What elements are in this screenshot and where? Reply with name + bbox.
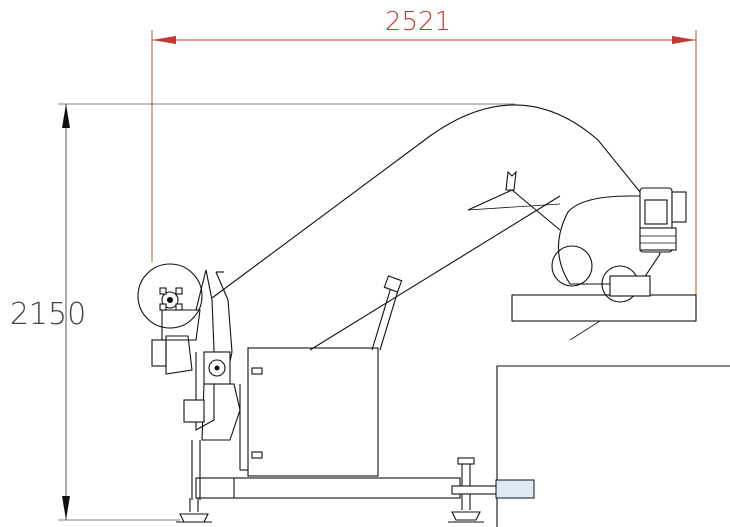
discharge-motor	[639, 187, 687, 253]
height-label: 2150	[10, 297, 86, 332]
height-dimension: 2150	[10, 103, 515, 521]
feeder-tower	[137, 263, 241, 500]
height-arrow-top	[62, 104, 70, 128]
height-arrow-bottom	[62, 496, 70, 520]
width-arrow-right	[672, 36, 696, 44]
width-label: 2521	[385, 7, 451, 37]
discharge-head	[551, 187, 687, 303]
main-cabinet	[239, 347, 379, 477]
actuator-cylinder	[495, 479, 535, 499]
width-dimension: 2521	[151, 7, 697, 296]
adjacent-machine	[496, 365, 730, 527]
base-frame	[176, 457, 535, 523]
conveyor-arm	[211, 104, 641, 351]
width-arrow-left	[152, 36, 176, 44]
support-platform	[511, 294, 697, 341]
